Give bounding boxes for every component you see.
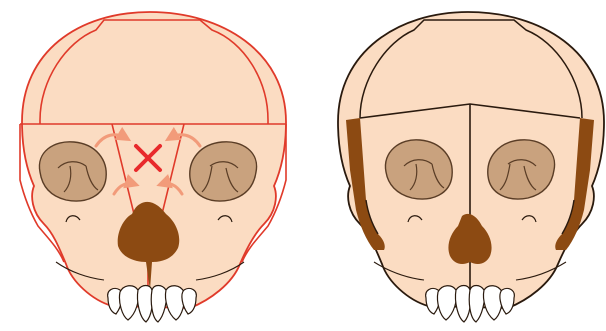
left-skull-orbit-right [190, 142, 257, 201]
left-skull-teeth [108, 286, 197, 323]
right-skull-orbit-left [385, 140, 452, 199]
right-skull-teeth [426, 286, 515, 323]
left-skull-orbit-left [39, 142, 106, 201]
right-skull-orbit-right [488, 140, 555, 199]
right-skull [338, 12, 604, 322]
left-skull [20, 12, 286, 322]
